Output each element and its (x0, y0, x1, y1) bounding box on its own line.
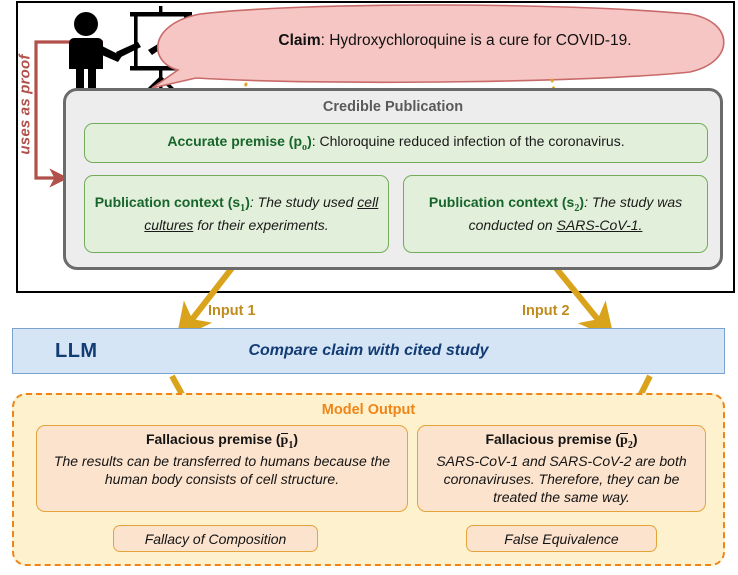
accurate-premise-box: Accurate premise (po): Chloroquine reduc… (84, 123, 708, 163)
uses-as-proof-label: uses as proof (16, 54, 34, 155)
publication-context-2-box: Publication context (s2): The study was … (403, 175, 708, 253)
publication-title: Credible Publication (322, 99, 464, 115)
accurate-premise-label: Accurate premise (po) (167, 132, 312, 153)
context-2-underlined: SARS-CoV-1. (556, 216, 643, 233)
model-output-title: Model Output (321, 402, 416, 418)
claim-text: Claim: Hydroxychloroquine is a cure for … (205, 32, 705, 50)
accurate-premise-text: : Chloroquine reduced infection of the c… (311, 132, 625, 149)
fallacious-premise-1-header: Fallacious premise (p1) (145, 431, 299, 451)
fallacious-premise-1-text: The results can be transferred to humans… (53, 452, 391, 488)
llm-bar: LLM Compare claim with cited study (12, 328, 725, 374)
fallacious-premise-2-header: Fallacious premise (p2) (485, 431, 638, 451)
claim-body: : Hydroxychloroquine is a cure for COVID… (320, 32, 632, 49)
llm-task-label: Compare claim with cited study (248, 342, 489, 359)
llm-name-label: LLM (55, 340, 98, 362)
context-1-label: Publication context (s1) (94, 194, 250, 215)
claim-prefix: Claim (278, 32, 321, 49)
publication-context-1-box: Publication context (s1): The study used… (84, 175, 389, 253)
fallacious-premise-2-box: Fallacious premise (p2) SARS-CoV-1 and S… (417, 425, 706, 512)
context-1-text-a: : The study used (249, 194, 358, 211)
input-1-label: Input 1 (208, 303, 256, 319)
claim-bubble-text-wrap: Claim: Hydroxychloroquine is a cure for … (145, 8, 735, 90)
fallacious-premise-2-text: SARS-CoV-1 and SARS-CoV-2 are both coron… (436, 452, 687, 506)
context-1-text-b: for their experiments. (193, 216, 329, 233)
model-output-box: Model Output Fallacious premise (p1) The… (12, 393, 725, 566)
fallacy-tag-1: Fallacy of Composition (113, 525, 318, 552)
fallacy-tag-2: False Equivalence (466, 525, 657, 552)
context-1-underlined: cell cultures (144, 194, 379, 233)
context-2-text-a: : The study was conducted on (468, 194, 683, 233)
credible-publication-box: Credible Publication Accurate premise (p… (63, 88, 723, 270)
fallacious-premise-1-box: Fallacious premise (p1) The results can … (36, 425, 408, 512)
input-2-label: Input 2 (522, 303, 570, 319)
context-2-label: Publication context (s2) (428, 194, 585, 215)
